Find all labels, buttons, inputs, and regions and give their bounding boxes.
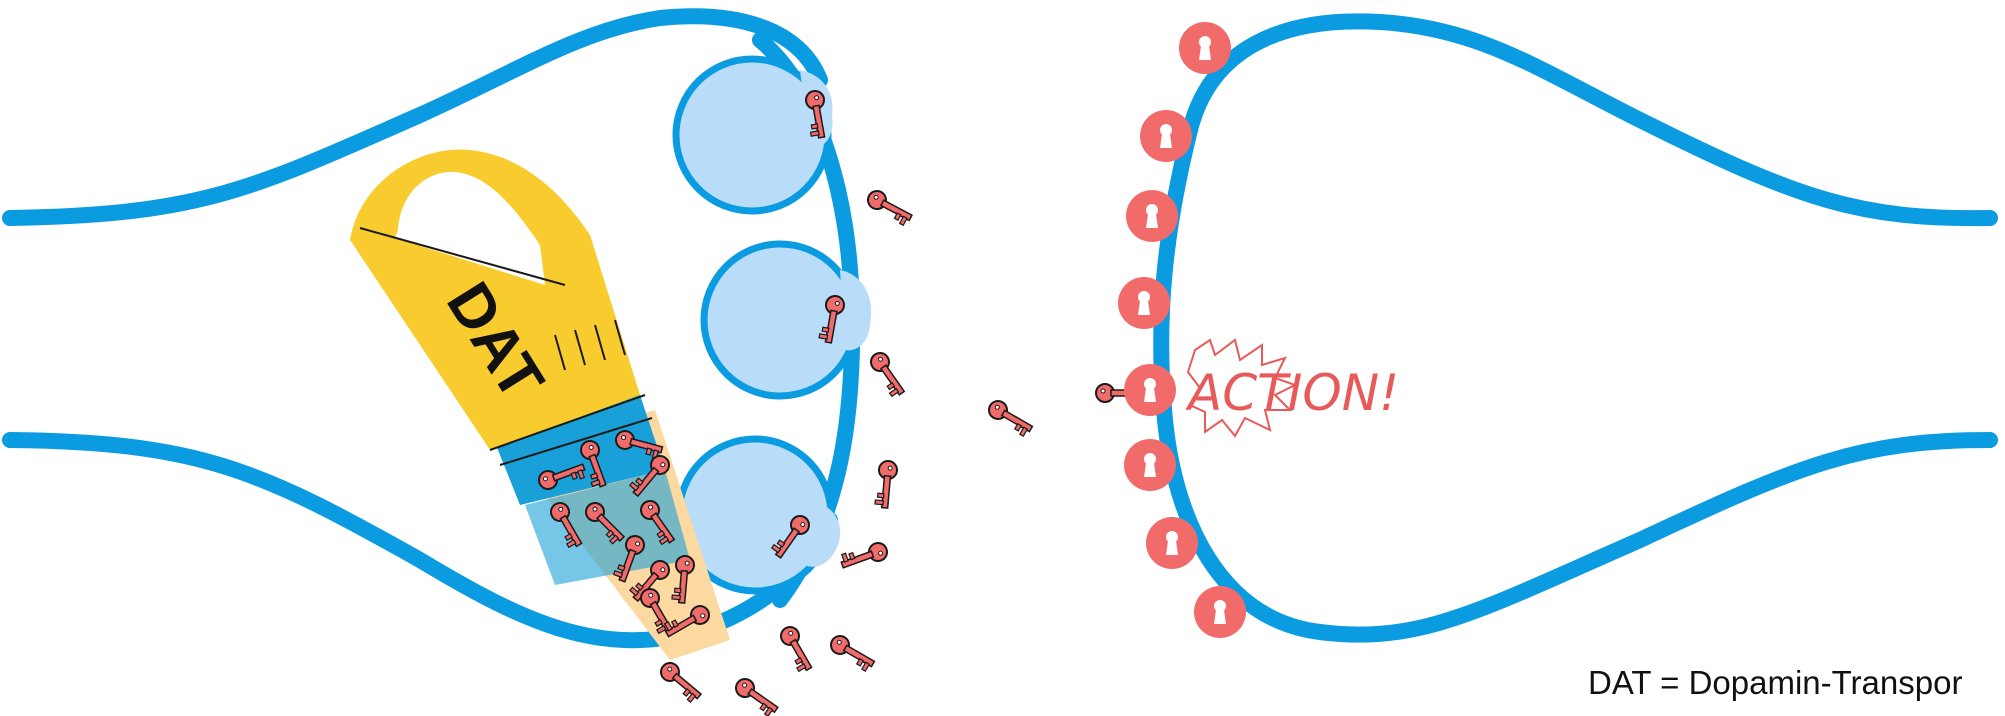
keyhole-receptor-icon (1118, 277, 1170, 329)
vesicle-icon (676, 59, 833, 211)
key-icon (867, 349, 910, 398)
key-icon (657, 659, 705, 704)
action-burst: ACTION! (1185, 340, 1399, 436)
key-icon (839, 540, 890, 574)
caption: DAT = Dopamin-Transpor (1588, 664, 1998, 702)
key-icon (827, 633, 877, 673)
key-icon (985, 398, 1035, 438)
keyhole-receptor-icon (1140, 110, 1192, 162)
keyhole-receptor-icon (1126, 190, 1178, 242)
key-icon (864, 188, 914, 227)
key-icon (875, 460, 898, 508)
action-label: ACTION! (1185, 364, 1399, 422)
key-icon (777, 624, 817, 674)
key-icon (732, 675, 781, 716)
keyhole-receptor-icon (1179, 22, 1231, 74)
vacuum-cleaner-icon: DAT (350, 150, 730, 660)
keyhole-receptor-icon (1124, 364, 1176, 416)
postsynaptic-membrane (1161, 21, 1990, 634)
keyhole-receptor-icon (1146, 517, 1198, 569)
keyhole-receptor-icon (1194, 586, 1246, 638)
keyhole-receptor-icon (1124, 439, 1176, 491)
